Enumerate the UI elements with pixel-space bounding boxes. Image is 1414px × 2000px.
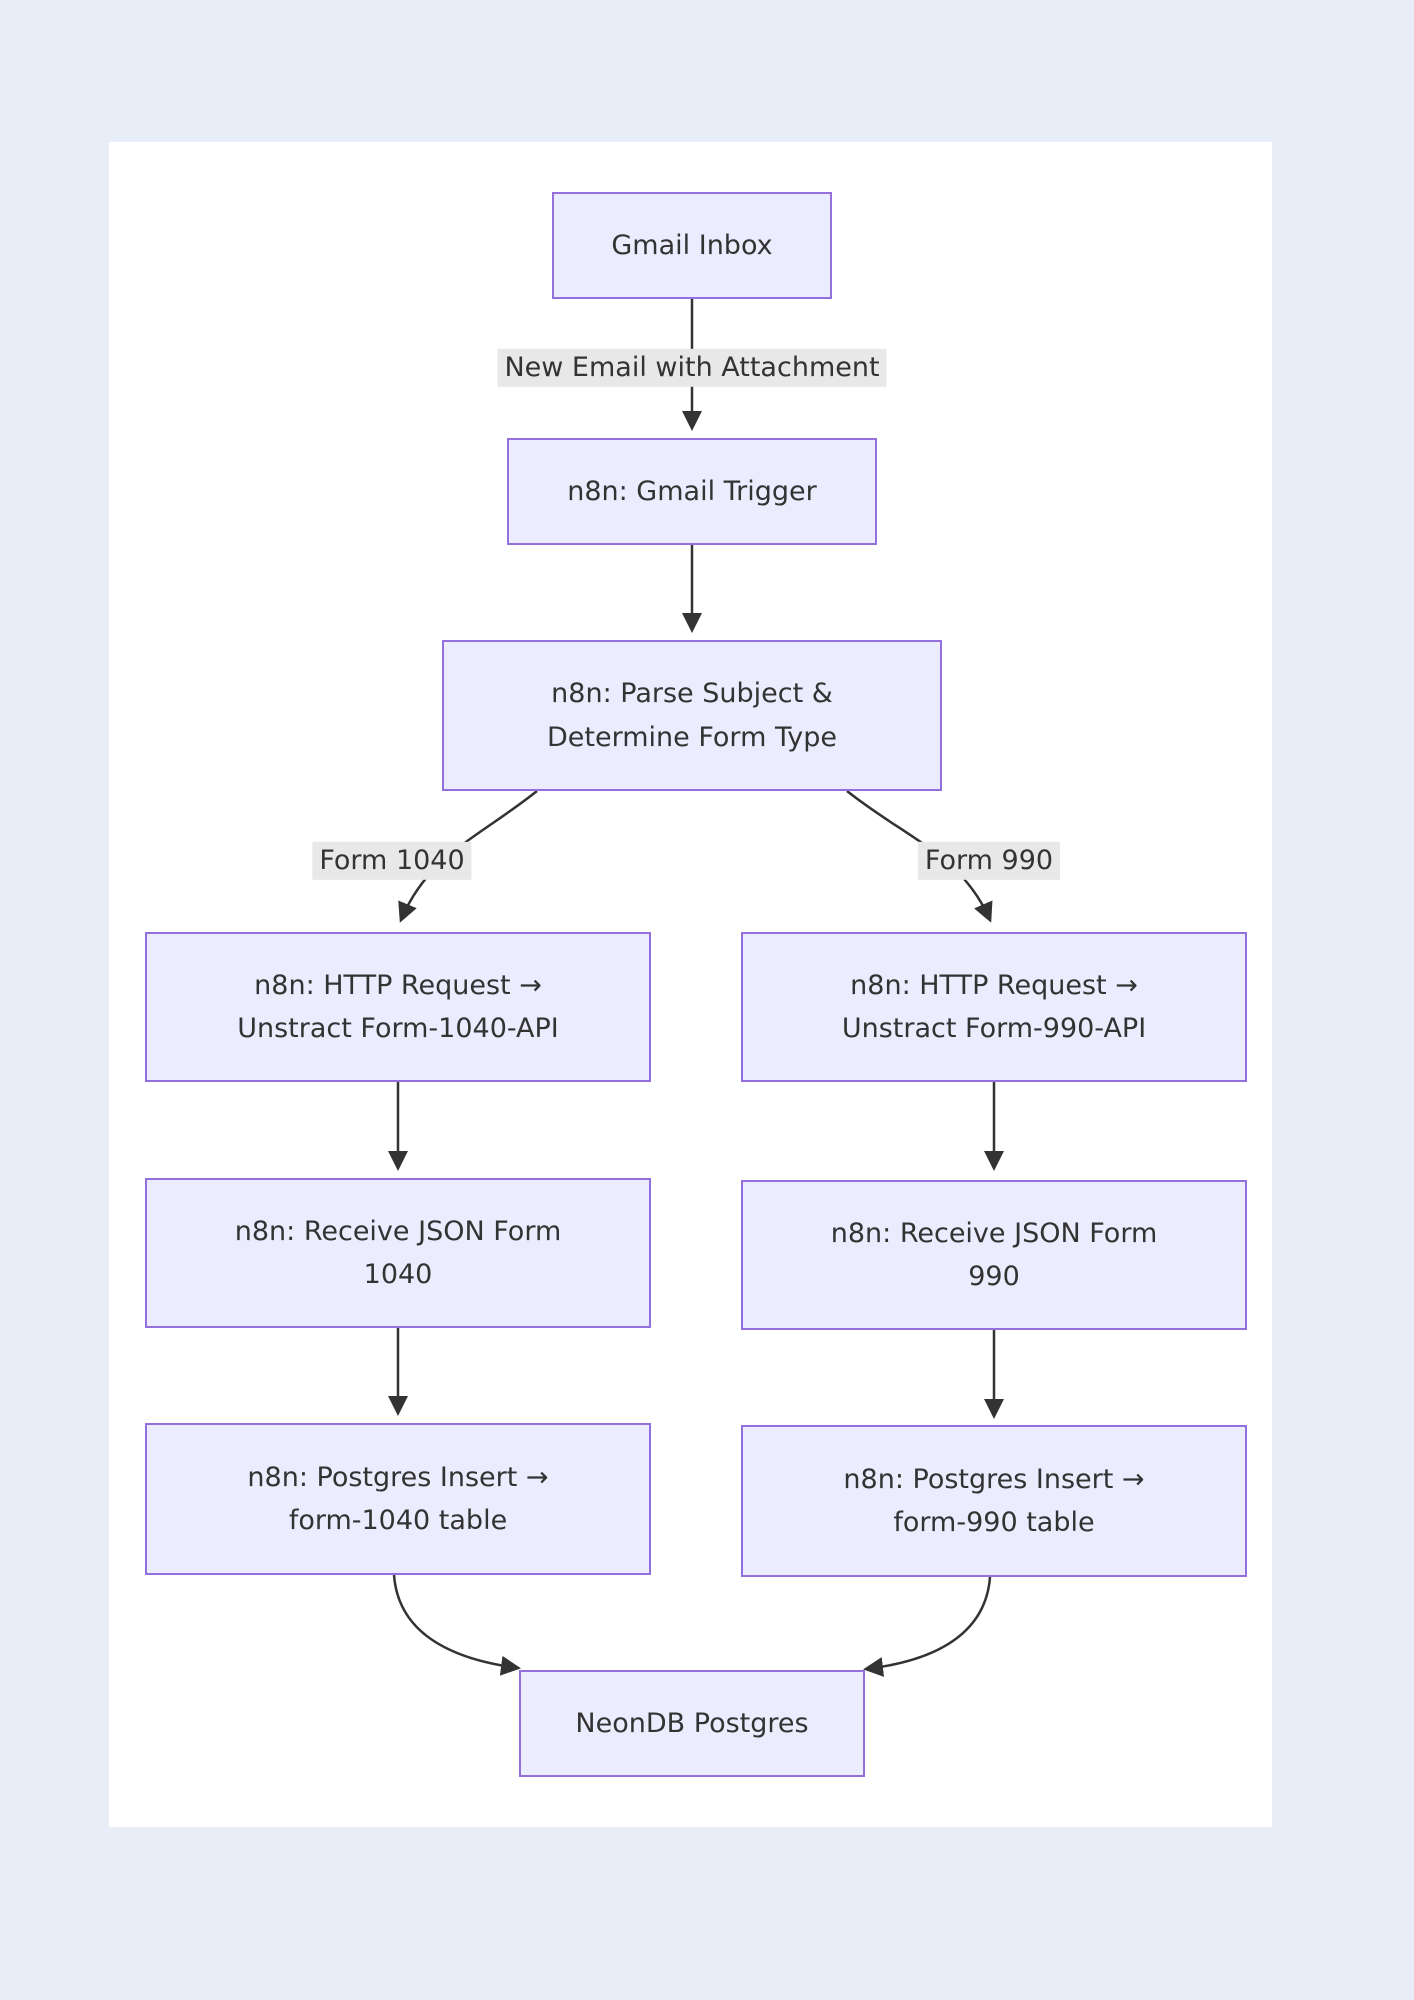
node-receive-json-990-line2: 990 (968, 1261, 1020, 1292)
node-http-request-990: n8n: HTTP Request → Unstract Form-990-AP… (741, 932, 1247, 1082)
node-receive-json-1040-line2: 1040 (363, 1259, 433, 1290)
edge-label-new-email: New Email with Attachment (497, 348, 887, 388)
node-postgres-insert-990-line2: form-990 table (893, 1507, 1095, 1538)
node-http-request-1040-line1: n8n: HTTP Request → (254, 969, 542, 1001)
node-http-request-1040-line2: Unstract Form-1040-API (237, 1013, 559, 1044)
edge-label-form-990: Form 990 (917, 841, 1061, 881)
node-gmail-trigger: n8n: Gmail Trigger (507, 438, 877, 545)
node-gmail-trigger-label: n8n: Gmail Trigger (567, 475, 817, 507)
node-receive-json-1040: n8n: Receive JSON Form 1040 (145, 1178, 651, 1328)
node-neondb-postgres-label: NeonDB Postgres (575, 1707, 809, 1739)
node-postgres-insert-990: n8n: Postgres Insert → form-990 table (741, 1425, 1247, 1577)
node-receive-json-990: n8n: Receive JSON Form 990 (741, 1180, 1247, 1330)
node-receive-json-990-line1: n8n: Receive JSON Form (830, 1217, 1158, 1249)
node-neondb-postgres: NeonDB Postgres (519, 1670, 865, 1777)
node-parse-subject-line1: n8n: Parse Subject & (551, 678, 833, 710)
node-postgres-insert-1040: n8n: Postgres Insert → form-1040 table (145, 1423, 651, 1575)
edge-postgres990-to-neondb (863, 1576, 992, 1677)
node-gmail-inbox: Gmail Inbox (552, 192, 832, 299)
node-receive-json-1040-line1: n8n: Receive JSON Form (234, 1215, 562, 1247)
node-postgres-insert-1040-line1: n8n: Postgres Insert → (247, 1461, 549, 1493)
node-http-request-990-line2: Unstract Form-990-API (841, 1013, 1147, 1044)
node-parse-subject: n8n: Parse Subject & Determine Form Type (442, 640, 942, 791)
edge-label-form-1040: Form 1040 (312, 841, 472, 881)
edge-postgres1040-to-neondb (392, 1574, 521, 1676)
node-postgres-insert-1040-line2: form-1040 table (288, 1505, 508, 1536)
node-postgres-insert-990-line1: n8n: Postgres Insert → (843, 1463, 1145, 1495)
node-http-request-1040: n8n: HTTP Request → Unstract Form-1040-A… (145, 932, 651, 1082)
node-parse-subject-line2: Determine Form Type (547, 721, 837, 753)
node-http-request-990-line1: n8n: HTTP Request → (850, 969, 1138, 1001)
node-gmail-inbox-label: Gmail Inbox (611, 229, 773, 261)
